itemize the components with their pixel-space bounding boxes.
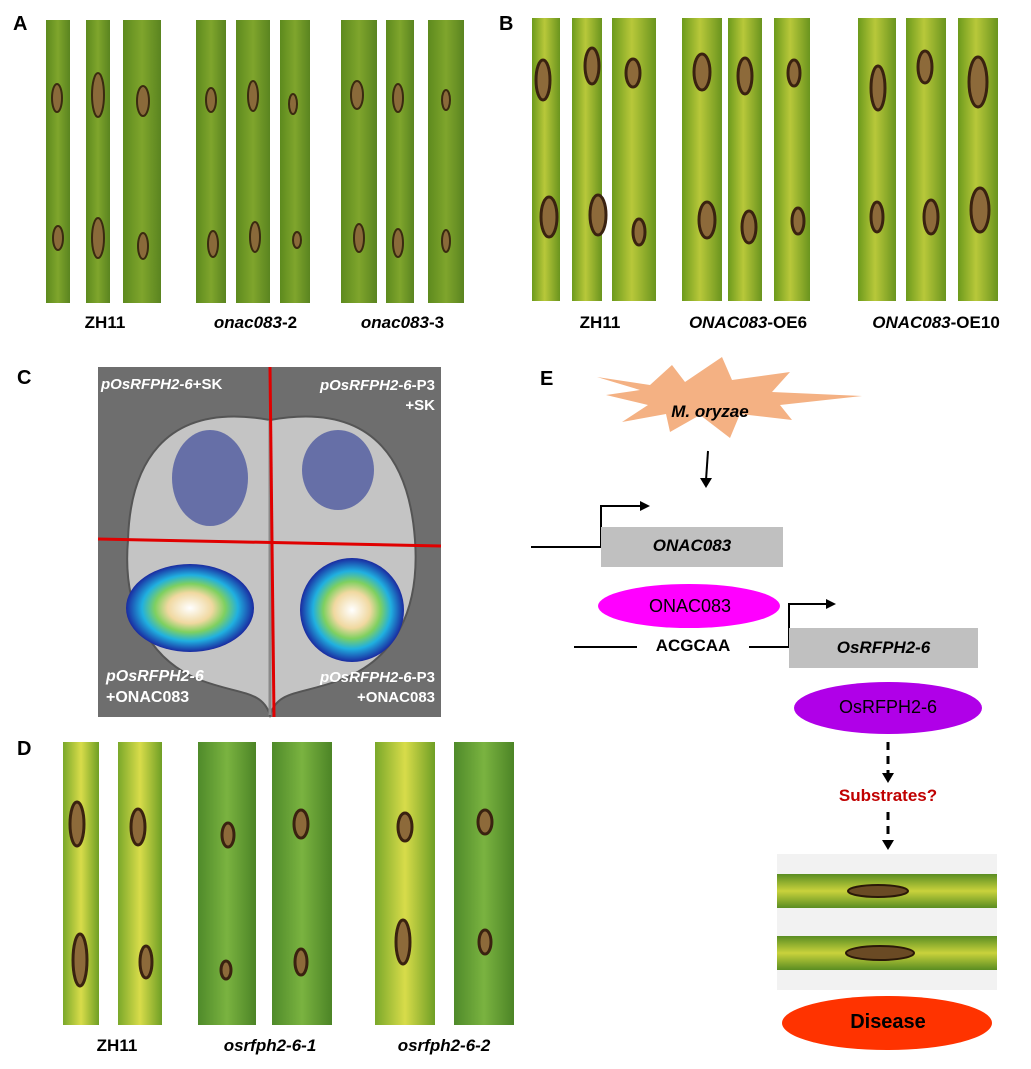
onac083-protein-label: ONAC083: [648, 596, 732, 616]
c-label-top-left: pOsRFPH2-6+SK: [101, 376, 223, 393]
panel-a-leaves: [46, 20, 464, 303]
caption-a-onac083-3: onac083-3: [360, 313, 445, 332]
c-label-top-right: pOsRFPH2-6-P3+SK: [319, 377, 435, 414]
caption-a-zh11: ZH11: [84, 313, 126, 332]
panel-d-leaves: [63, 742, 514, 1025]
disease-label: Disease: [850, 1011, 926, 1033]
caption-d-osrfph2-6-2: osrfph2-6-2: [397, 1036, 491, 1055]
panel-e-diagram: [531, 357, 997, 1050]
c-label-bottom-right: pOsRFPH2-6-P3+ONAC083: [319, 669, 435, 706]
caption-d-zh11: ZH11: [96, 1036, 138, 1055]
pathogen-label: M. oryzae: [671, 402, 749, 421]
c-label-bottom-left: pOsRFPH2-6+ONAC083: [106, 668, 204, 706]
panel-label-c: C: [17, 367, 32, 389]
caption-a-onac083-2: onac083-2: [213, 313, 298, 332]
panel-label-e: E: [540, 368, 554, 390]
onac083-gene-label: ONAC083: [652, 536, 732, 555]
onac083-gene-box: [601, 527, 783, 567]
osrfph2-6-protein-ellipse: [794, 682, 982, 734]
osrfph2-6-gene-box: [789, 628, 978, 668]
caption-b-oe6: ONAC083-OE6: [688, 313, 808, 332]
caption-b-zh11: ZH11: [579, 313, 621, 332]
panel-label-d: D: [17, 738, 32, 760]
panel-label-a: A: [13, 13, 28, 35]
panel-c-luminescence-image: [97, 366, 442, 719]
motif-label: ACGCAA: [655, 636, 731, 655]
onac083-protein-ellipse: [598, 584, 780, 628]
caption-d-osrfph2-6-1: osrfph2-6-1: [223, 1036, 317, 1055]
panel-b-leaves: [532, 18, 998, 301]
substrates-label: Substrates?: [838, 786, 938, 805]
caption-b-oe10: ONAC083-OE10: [872, 313, 1000, 332]
disease-ellipse: [782, 996, 992, 1050]
pathogen-burst: [597, 357, 862, 438]
panel-label-b: B: [499, 13, 514, 35]
osrfph2-6-protein-label: OsRFPH2-6: [838, 697, 937, 717]
osrfph2-6-gene-label: OsRFPH2-6: [836, 638, 931, 657]
